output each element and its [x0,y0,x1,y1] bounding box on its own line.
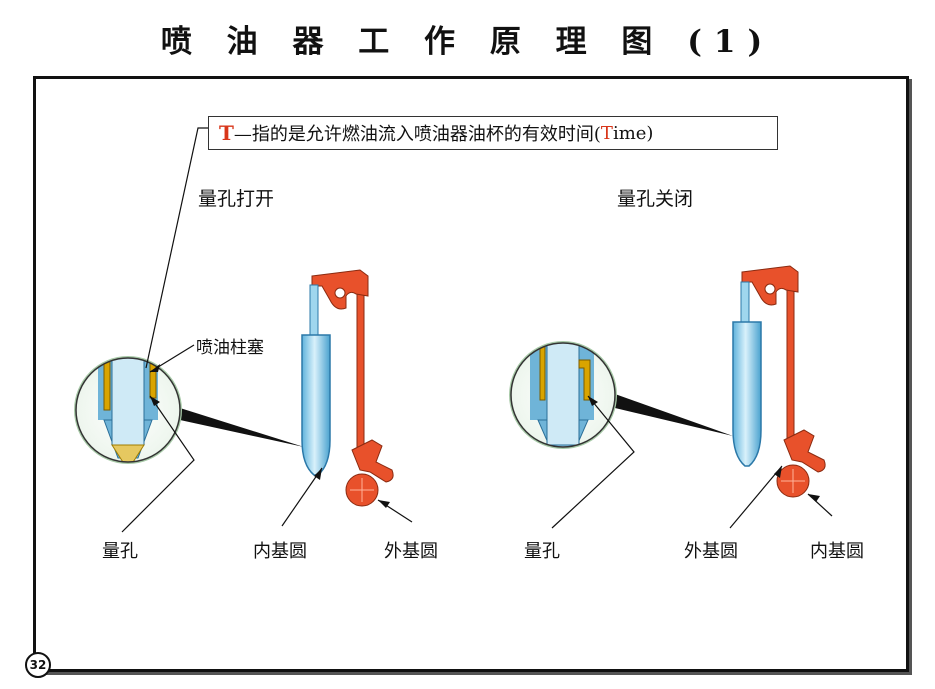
right-push-rod [786,284,795,446]
left-roller-lever [351,439,394,483]
time-rest: ime) [612,122,654,144]
plunger-label: 喷油柱塞 [196,338,264,358]
left-outer-circle-label: 外基圆 [384,541,438,562]
left-heading: 量孔打开 [198,188,275,210]
left-injector [180,269,394,507]
leader-lines [121,127,833,533]
t-definition-text: —指的是允许燃油流入喷油器油杯的有效时间( [233,124,601,145]
right-injector [615,265,826,498]
left-magnified-view [74,356,182,464]
left-injector-body [301,334,331,476]
right-roller-lever [783,429,826,473]
right-orifice-label: 量孔 [524,541,560,562]
t-letter: T [219,121,234,145]
diagram-frame [33,76,909,672]
left-inner-circle-label: 内基圆 [253,541,307,562]
left-orifice-label: 量孔 [102,541,138,562]
right-inner-circle-label: 内基圆 [810,541,864,562]
arrowheads [150,364,820,508]
right-magnified-view [509,341,617,449]
right-fuel-channel [578,359,591,401]
page-title: 喷 油 器 工 作 原 理 图 (1) [160,24,775,60]
page-number-badge: 32 [25,652,51,678]
left-push-rod [356,287,365,449]
right-outer-circle-label: 外基圆 [684,541,738,562]
right-heading: 量孔关闭 [617,188,694,210]
time-t-letter: T [600,122,613,144]
right-zoom-wedge [615,394,733,436]
right-injector-body [732,321,762,467]
left-zoom-wedge [180,408,304,447]
